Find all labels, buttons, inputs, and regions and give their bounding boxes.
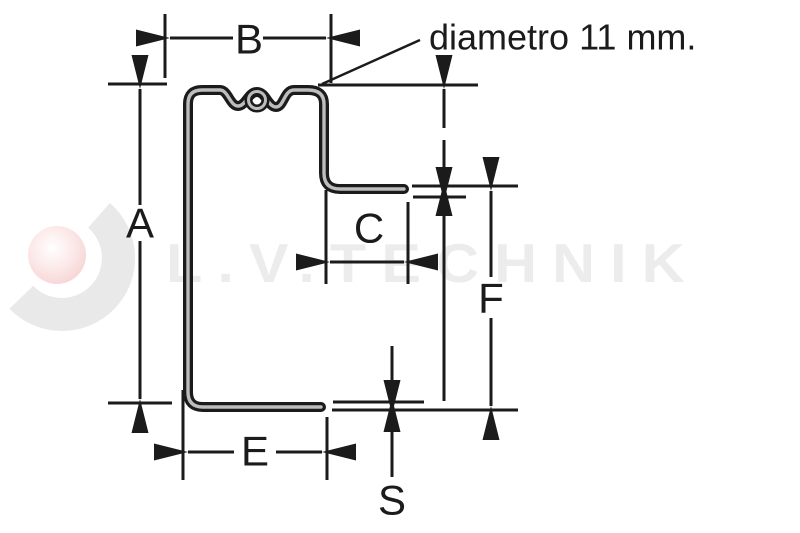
- leader-line: [321, 38, 421, 86]
- dimension-hook-drop: [318, 55, 518, 401]
- dimension-label-c: C: [354, 205, 384, 252]
- profile-curl-core: [247, 90, 267, 110]
- logo-sphere: [28, 226, 86, 284]
- dimension-c: [296, 190, 438, 284]
- dimension-label-a: A: [126, 200, 154, 247]
- dimension-label-s: S: [378, 477, 406, 524]
- dimension-label-b: B: [235, 16, 263, 63]
- dimension-b: [136, 14, 360, 83]
- profile-shape: [183, 85, 409, 412]
- dimension-labels: A B C E F S diametro 11 mm.: [126, 16, 696, 524]
- dimension-a: [108, 55, 172, 433]
- dimension-s: [332, 346, 518, 477]
- dimension-label-f: F: [478, 275, 504, 322]
- diameter-annotation: diametro 11 mm.: [429, 17, 696, 58]
- dimension-label-e: E: [241, 428, 269, 475]
- dimension-lines: [108, 14, 518, 480]
- logo-swoosh: [9, 202, 136, 332]
- dimension-e: [154, 390, 356, 480]
